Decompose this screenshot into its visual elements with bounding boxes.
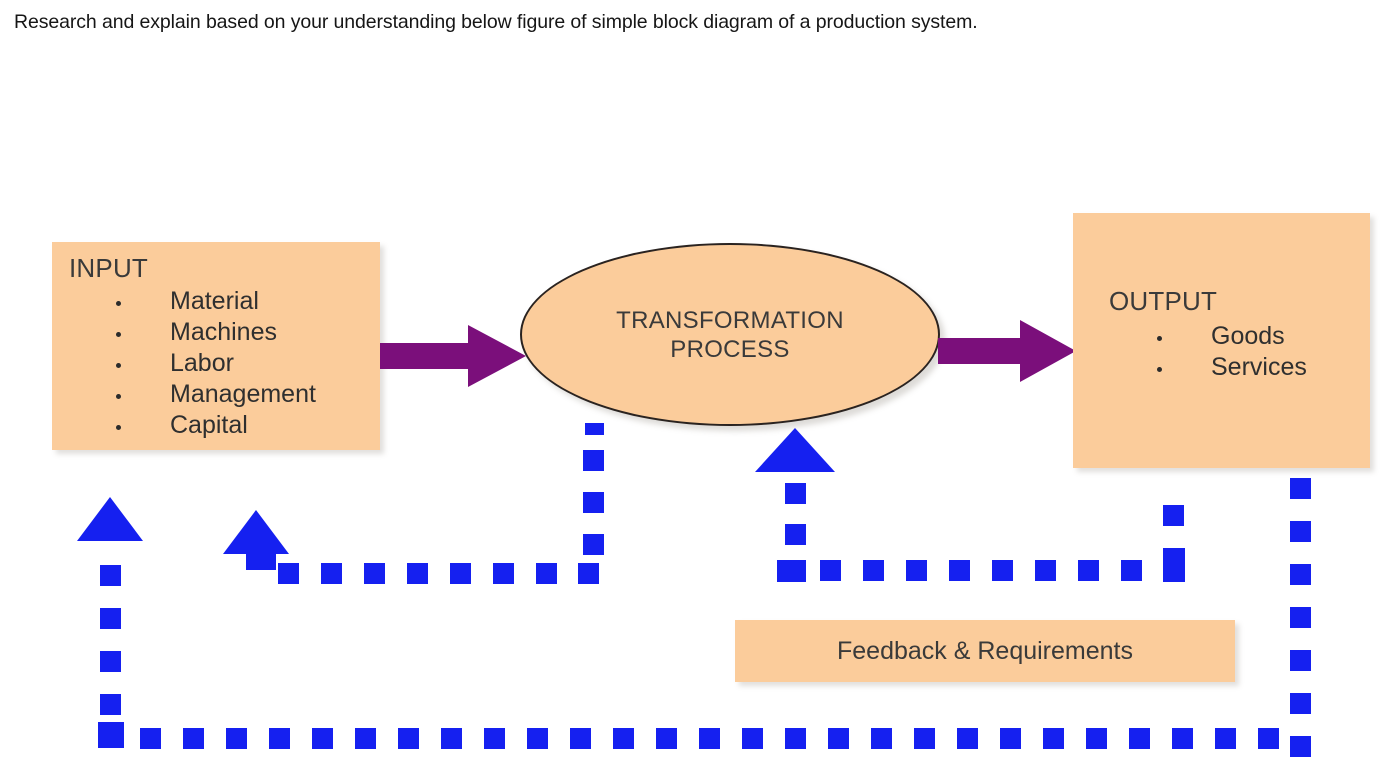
dash-segment <box>312 728 333 749</box>
dash-segment <box>407 563 428 584</box>
dash-corner <box>1163 548 1185 582</box>
dash-segment <box>1121 560 1142 581</box>
dash-segment <box>100 694 121 715</box>
dash-segment <box>450 563 471 584</box>
dash-segment <box>1290 607 1311 628</box>
dash-segment <box>1129 728 1150 749</box>
dash-corner <box>777 560 806 582</box>
dash-segment <box>583 492 604 513</box>
transformation-process-block: TRANSFORMATION PROCESS <box>520 243 940 426</box>
list-item: Capital <box>112 410 316 441</box>
dash-segment <box>246 552 276 570</box>
dash-corner <box>578 563 599 584</box>
dash-segment <box>1290 478 1311 499</box>
dash-segment <box>100 608 121 629</box>
dash-segment <box>742 728 763 749</box>
list-item: Services <box>1153 352 1307 383</box>
dash-segment <box>355 728 376 749</box>
dash-segment <box>321 563 342 584</box>
feedback-arrowhead-to-process-icon <box>755 428 835 472</box>
dash-segment <box>1078 560 1099 581</box>
output-item-list: Goods Services <box>1153 321 1307 383</box>
dash-segment <box>871 728 892 749</box>
dash-segment <box>278 563 299 584</box>
dash-segment <box>785 524 806 545</box>
dash-segment <box>536 563 557 584</box>
dash-segment <box>1086 728 1107 749</box>
list-item: Labor <box>112 348 316 379</box>
dash-segment <box>583 450 604 471</box>
dash-segment <box>493 563 514 584</box>
dash-segment <box>949 560 970 581</box>
dash-segment <box>1215 728 1236 749</box>
dash-segment <box>957 728 978 749</box>
dash-segment <box>1290 736 1311 757</box>
dash-segment <box>863 560 884 581</box>
list-item: Management <box>112 379 316 410</box>
dash-segment <box>1290 693 1311 714</box>
dash-segment <box>992 560 1013 581</box>
dash-segment <box>527 728 548 749</box>
input-block: INPUT Material Machines Labor Management… <box>52 242 380 450</box>
dash-segment <box>1290 564 1311 585</box>
dash-segment <box>1163 505 1184 526</box>
feedback-arrowhead-secondary-icon <box>223 510 289 554</box>
dash-segment <box>140 728 161 749</box>
dash-segment <box>906 560 927 581</box>
dash-segment <box>1290 650 1311 671</box>
dash-segment <box>100 565 121 586</box>
dash-segment <box>398 728 419 749</box>
dash-segment <box>1043 728 1064 749</box>
dash-segment <box>699 728 720 749</box>
dash-segment <box>269 728 290 749</box>
dash-segment <box>100 651 121 672</box>
dash-segment <box>583 534 604 555</box>
list-item: Material <box>112 286 316 317</box>
output-block: OUTPUT Goods Services <box>1073 213 1370 468</box>
dash-segment <box>1035 560 1056 581</box>
dash-segment <box>364 563 385 584</box>
input-title: INPUT <box>69 253 148 283</box>
list-item: Machines <box>112 317 316 348</box>
list-item: Goods <box>1153 321 1307 352</box>
dash-segment <box>183 728 204 749</box>
dash-segment <box>914 728 935 749</box>
dash-segment <box>1258 728 1279 749</box>
input-item-list: Material Machines Labor Management Capit… <box>112 286 316 441</box>
prompt-text: Research and explain based on your under… <box>14 11 978 33</box>
dash-segment <box>441 728 462 749</box>
dash-segment <box>785 728 806 749</box>
feedback-block: Feedback & Requirements <box>735 620 1235 682</box>
dash-segment <box>1172 728 1193 749</box>
dash-segment <box>484 728 505 749</box>
dash-segment <box>656 728 677 749</box>
dash-segment <box>226 728 247 749</box>
dash-segment <box>585 423 604 435</box>
output-title: OUTPUT <box>1109 286 1218 316</box>
dash-segment <box>613 728 634 749</box>
feedback-label: Feedback & Requirements <box>837 636 1133 665</box>
transformation-process-label: TRANSFORMATION PROCESS <box>616 306 844 363</box>
dash-segment <box>828 728 849 749</box>
dash-segment <box>1290 521 1311 542</box>
dash-segment <box>1000 728 1021 749</box>
arrow-input-to-process-icon <box>380 325 526 387</box>
dash-segment <box>820 560 841 581</box>
arrow-process-to-output-icon <box>938 320 1076 382</box>
dash-corner <box>98 722 124 748</box>
feedback-arrowhead-to-input-icon <box>77 497 143 541</box>
dash-segment <box>785 483 806 504</box>
dash-segment <box>570 728 591 749</box>
